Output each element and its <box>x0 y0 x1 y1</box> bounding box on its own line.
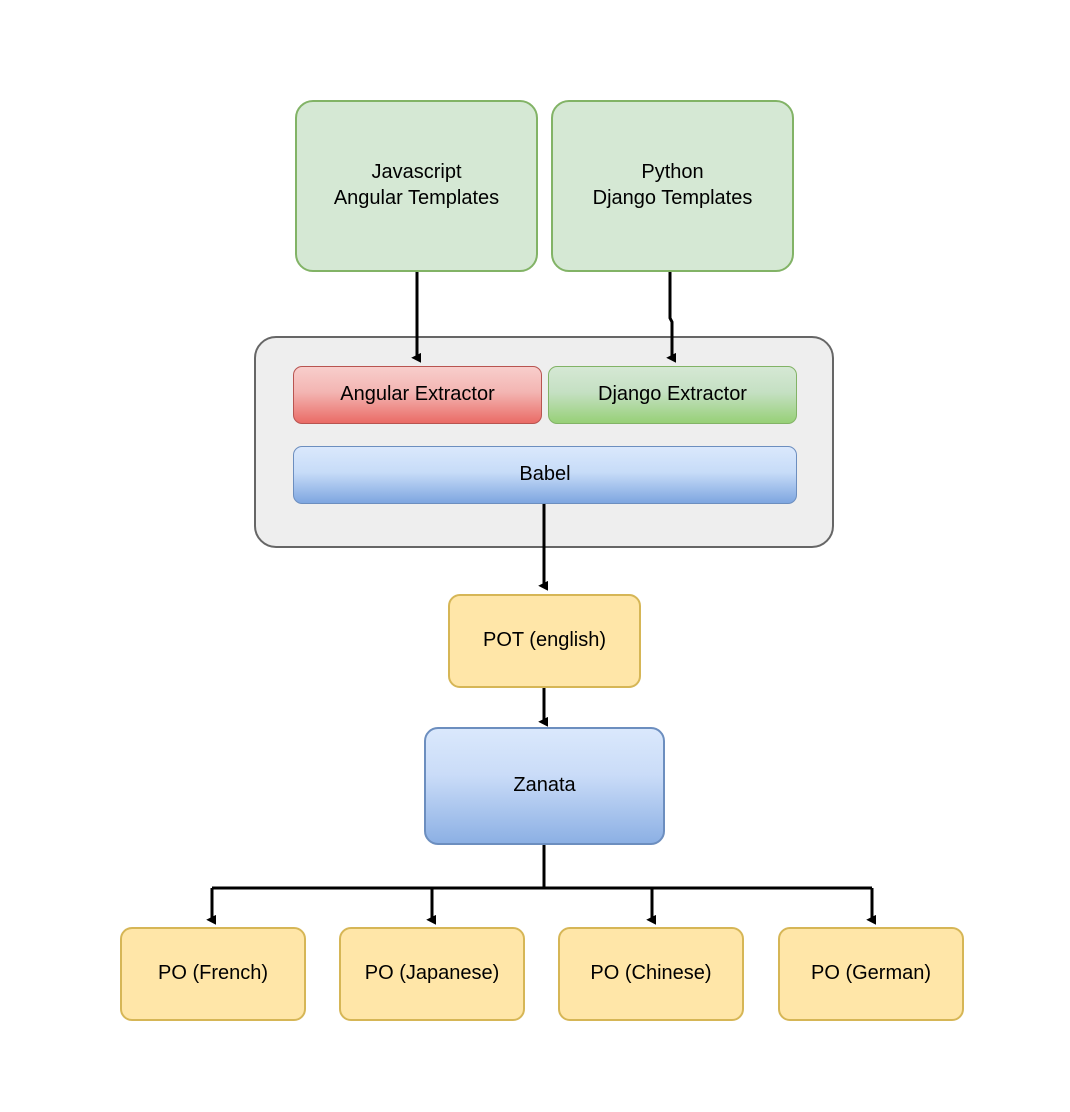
node-javascript-angular-templates[interactable]: Javascript Angular Templates <box>295 100 538 272</box>
node-po-japanese[interactable]: PO (Japanese) <box>339 927 525 1021</box>
node-angular-extractor[interactable]: Angular Extractor <box>293 366 542 424</box>
node-po-german[interactable]: PO (German) <box>778 927 964 1021</box>
node-python-django-templates[interactable]: Python Django Templates <box>551 100 794 272</box>
node-po-french[interactable]: PO (French) <box>120 927 306 1021</box>
node-pot-english[interactable]: POT (english) <box>448 594 641 688</box>
node-django-extractor[interactable]: Django Extractor <box>548 366 797 424</box>
node-babel[interactable]: Babel <box>293 446 797 504</box>
node-po-chinese[interactable]: PO (Chinese) <box>558 927 744 1021</box>
edge-zanata-to-outputs-bus <box>212 845 872 890</box>
node-zanata[interactable]: Zanata <box>424 727 665 845</box>
